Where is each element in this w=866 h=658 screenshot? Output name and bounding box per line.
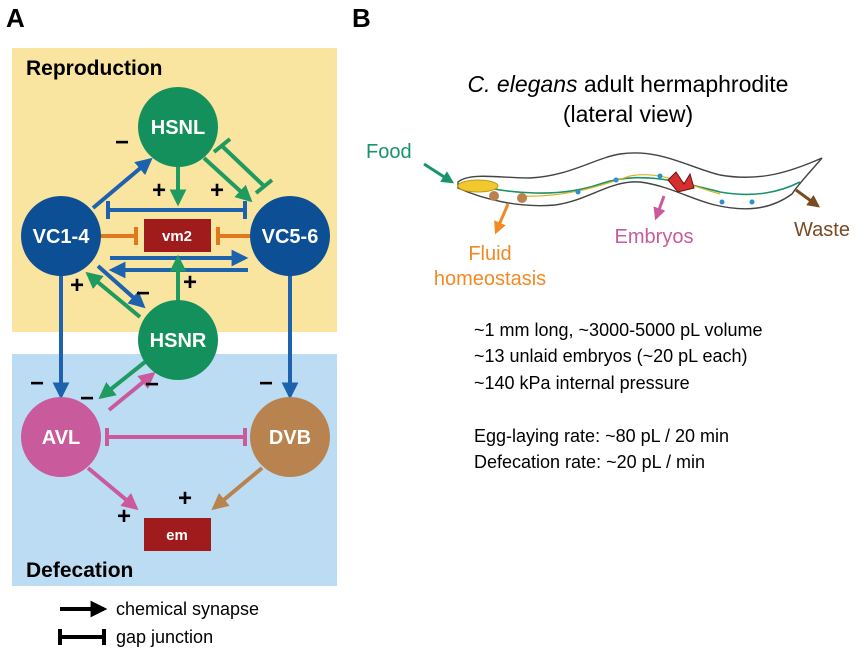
- muscle-vm2: vm2: [144, 219, 211, 252]
- muscle-em-label: em: [166, 527, 188, 544]
- node-dvb-label: DVB: [269, 427, 311, 449]
- fact-length-volume: ~1 mm long, ~3000-5000 pL volume: [474, 320, 763, 340]
- arrow-hsnl-to-vc56: [202, 156, 253, 203]
- worm-title-rest: adult hermaphrodite: [578, 71, 789, 97]
- worm-cell-2: [517, 193, 527, 203]
- worm-pharynx: [457, 179, 499, 193]
- embryos-label: Embryos: [615, 226, 694, 248]
- sign-dvb-em: +: [178, 485, 192, 512]
- embryo-3: [657, 173, 663, 179]
- node-hsnr-label: HSNR: [150, 330, 207, 352]
- fluid-label-line1: Fluid: [468, 243, 511, 265]
- sign-hsnl-vc56: +: [210, 177, 224, 204]
- gap-hsnl-vc56-cap1: [212, 137, 232, 154]
- sign-vc14-hsnr: −: [136, 280, 150, 307]
- food-label: Food: [366, 141, 412, 163]
- panel-b-letter: B: [352, 3, 371, 33]
- waste-arrow: [795, 188, 821, 208]
- sign-hsnr-avl: −: [80, 385, 94, 412]
- worm-subtitle: (lateral view): [563, 101, 693, 127]
- rate-egg-laying: Egg-laying rate: ~80 pL / 20 min: [474, 426, 729, 446]
- arrow-hsnr-to-vc14: [85, 271, 142, 319]
- embryo-2: [613, 177, 619, 183]
- muscle-vm2-label: vm2: [162, 228, 192, 245]
- worm-cell-1: [489, 191, 499, 201]
- sign-hsnl-vm2: +: [152, 177, 166, 204]
- sign-avl-hsnr: −: [145, 371, 159, 398]
- reproduction-label: Reproduction: [26, 57, 163, 80]
- gap-hsnl-vc56-cap2: [254, 178, 274, 195]
- node-hsnl: HSNL: [138, 87, 218, 167]
- muscle-em: em: [144, 518, 211, 551]
- fluid-arrow: [494, 203, 510, 235]
- worm-vulva: [667, 171, 695, 193]
- worm-gut: [469, 176, 801, 196]
- embryo-4: [719, 199, 725, 205]
- worm-title-species: C. elegans: [468, 71, 578, 97]
- arrow-vc14-to-hsnl: [91, 157, 153, 210]
- sign-vc56-dvb: −: [259, 370, 273, 397]
- fact-embryos: ~13 unlaid embryos (~20 pL each): [474, 346, 748, 366]
- sign-vc14-hsnl: −: [115, 129, 129, 156]
- arrow-vc14-to-hsnr: [96, 264, 146, 309]
- node-avl: AVL: [21, 397, 101, 477]
- fluid-label-line2: homeostasis: [434, 268, 546, 290]
- waste-label: Waste: [794, 219, 850, 241]
- node-vc14: VC1-4: [21, 196, 101, 276]
- embryo-1: [575, 189, 581, 195]
- defecation-label: Defecation: [26, 559, 133, 582]
- worm-title: C. elegans adult hermaphrodite: [468, 71, 789, 97]
- legend-gap-label: gap junction: [116, 627, 213, 647]
- fact-pressure: ~140 kPa internal pressure: [474, 373, 690, 393]
- arrow-avl-to-hsnr: [107, 371, 156, 412]
- node-dvb: DVB: [250, 397, 330, 477]
- arrow-hsnr-to-avl: [98, 360, 147, 400]
- arrow-dvb-to-em: [211, 466, 264, 511]
- embryos-arrow: [653, 195, 666, 221]
- sign-hsnr-vm2: +: [183, 269, 197, 296]
- sign-avl-em: +: [117, 503, 131, 530]
- node-hsnr: HSNR: [138, 300, 218, 380]
- gap-hsnl-vc56: [220, 144, 266, 188]
- embryo-5: [749, 199, 755, 205]
- node-vc56: VC5-6: [250, 196, 330, 276]
- node-vc56-label: VC5-6: [262, 226, 319, 248]
- arrow-avl-to-em: [86, 466, 139, 511]
- legend-chemical-label: chemical synapse: [116, 599, 259, 619]
- panel-a-letter: A: [6, 3, 25, 33]
- sign-vc14-avl: −: [30, 370, 44, 397]
- node-vc14-label: VC1-4: [33, 226, 91, 248]
- node-hsnl-label: HSNL: [151, 117, 205, 139]
- rate-defecation: Defecation rate: ~20 pL / min: [474, 452, 705, 472]
- sign-hsnr-vc14: +: [70, 272, 84, 299]
- node-avl-label: AVL: [42, 427, 81, 449]
- worm-body: [457, 152, 823, 210]
- food-arrow: [423, 162, 455, 184]
